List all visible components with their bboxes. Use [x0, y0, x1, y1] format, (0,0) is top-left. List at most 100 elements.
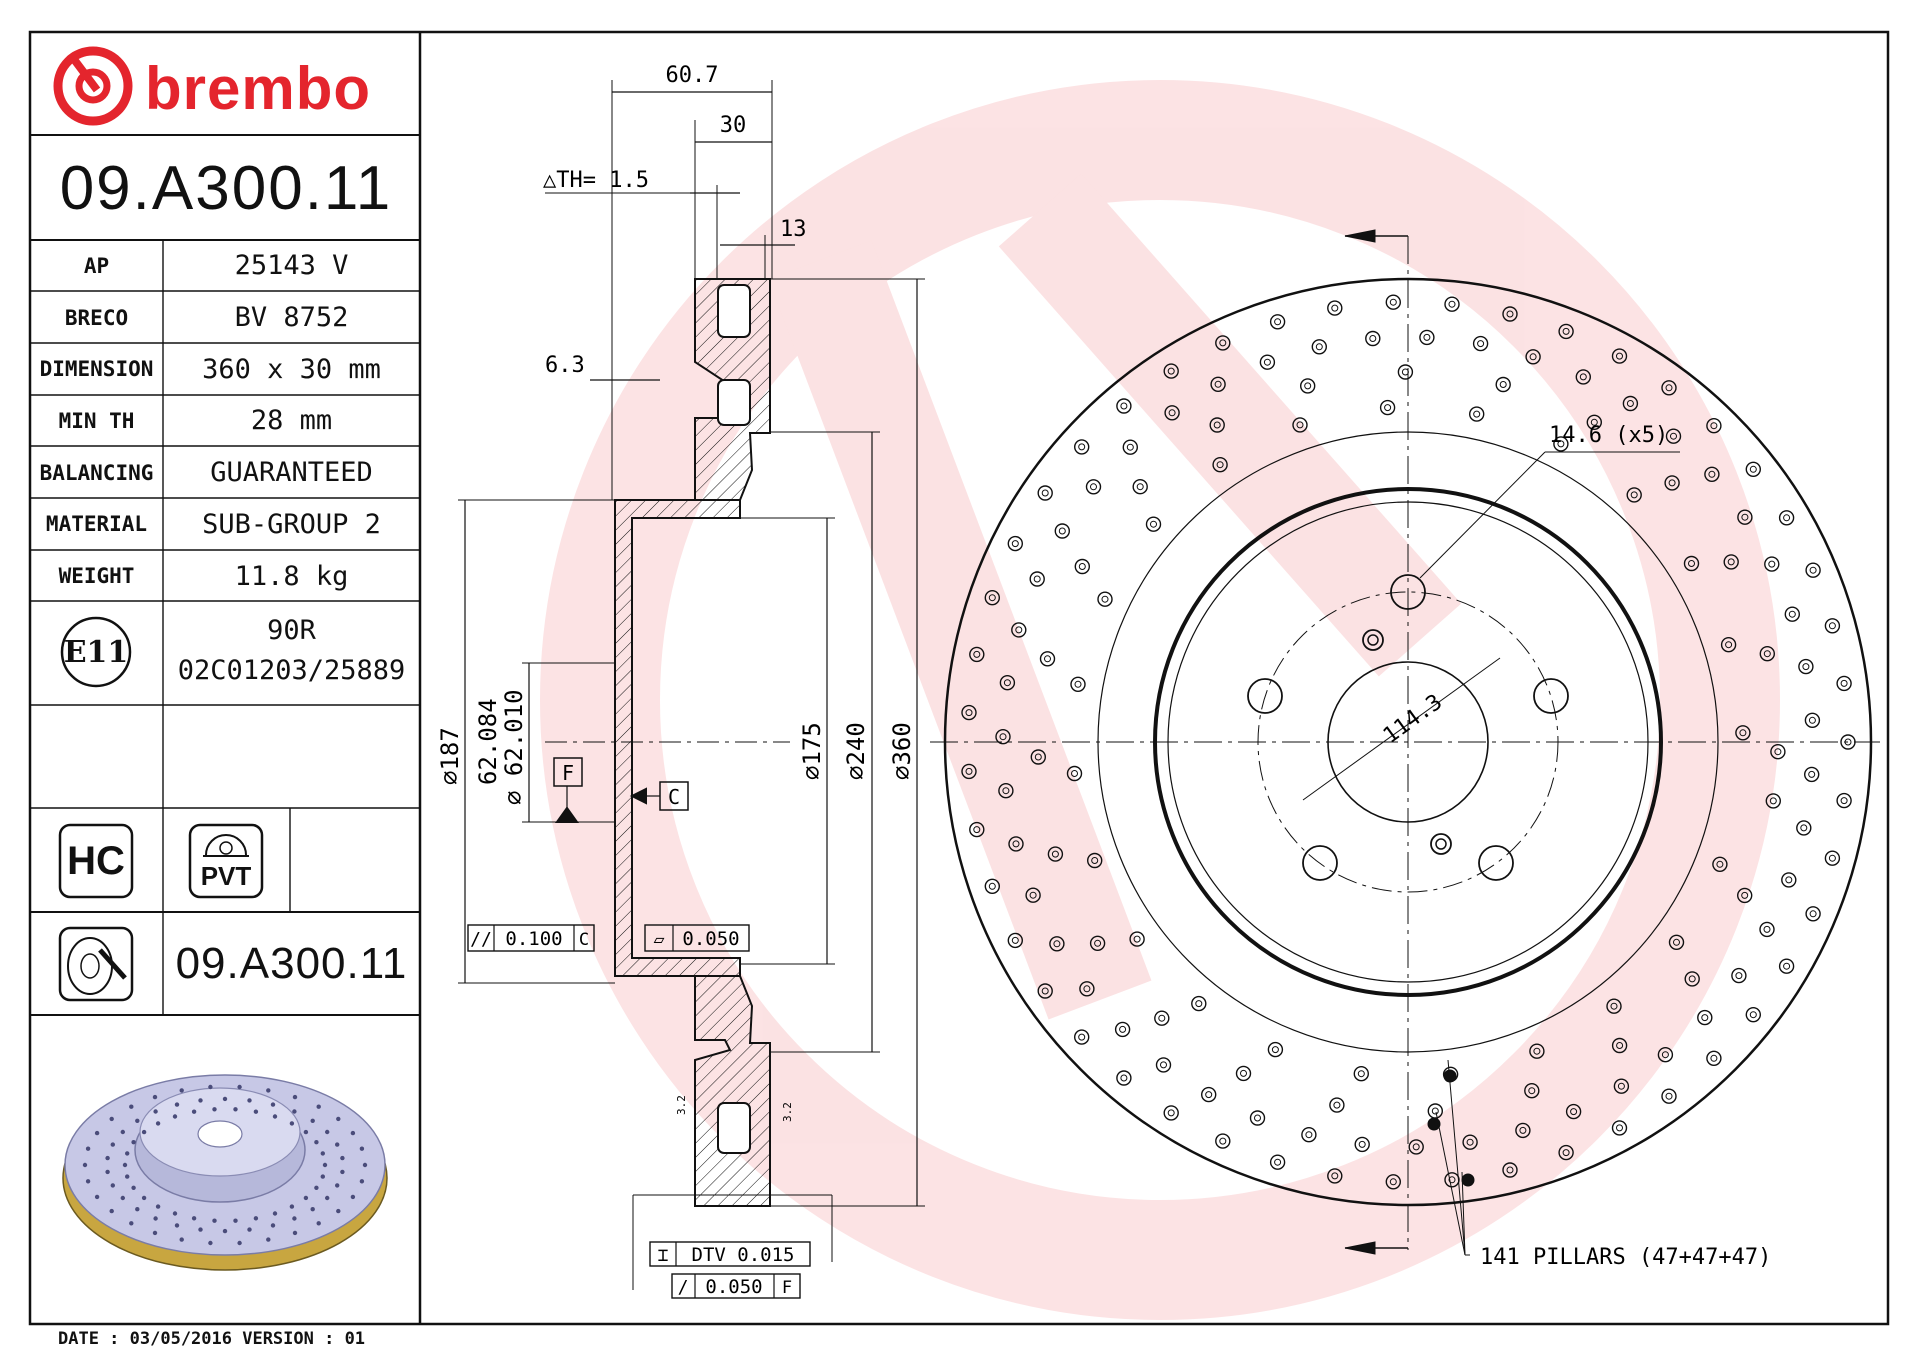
drill-hole-inner — [1788, 610, 1796, 618]
render-hole — [222, 1096, 228, 1102]
drill-hole — [1210, 376, 1226, 392]
drill-hole-inner — [1051, 850, 1059, 858]
drill-hole-inner — [1333, 1101, 1341, 1109]
drill-hole-inner — [965, 767, 973, 775]
drill-hole — [1665, 428, 1682, 444]
drill-hole — [1525, 349, 1541, 365]
drill-hole-inner — [1389, 1178, 1397, 1186]
drill-hole-inner — [1741, 891, 1749, 899]
drill-hole — [1029, 571, 1045, 587]
drill-hole — [1706, 1050, 1722, 1067]
drill-hole-inner — [1708, 470, 1716, 478]
spec-label: BALANCING — [39, 460, 154, 485]
part-number: 09.A300.11 — [59, 153, 393, 223]
render-hole — [208, 1240, 213, 1246]
drill-hole — [1008, 836, 1024, 852]
render-hole — [350, 1130, 356, 1136]
drill-hole — [1613, 1078, 1630, 1094]
drill-hole-inner — [1011, 936, 1019, 944]
drill-hole-inner — [1240, 1069, 1247, 1077]
drill-hole-inner — [1119, 1025, 1127, 1033]
render-hole — [198, 1098, 203, 1103]
render-hole — [125, 1151, 130, 1156]
drill-hole — [1840, 734, 1856, 750]
drill-hole-inner — [1315, 343, 1323, 351]
render-hole — [233, 1107, 238, 1112]
drill-hole-inner — [1078, 1033, 1086, 1041]
drill-hole-inner — [1271, 1046, 1279, 1054]
drill-hole-inner — [1431, 1107, 1439, 1115]
drill-hole-inner — [1158, 1014, 1166, 1022]
drill-hole — [1442, 1066, 1459, 1083]
dim-overall-width: 60.7 — [666, 63, 719, 88]
render-hole — [212, 1218, 217, 1223]
drill-hole — [1212, 457, 1228, 473]
drill-hole — [1329, 1097, 1345, 1113]
spec-label: DIMENSION — [39, 357, 154, 382]
render-hole — [85, 1179, 91, 1184]
dim-hat: 6.3 — [545, 353, 585, 378]
drill-hole-inner — [1423, 333, 1431, 341]
render-hole — [266, 1237, 271, 1242]
render-hole — [359, 1146, 365, 1151]
drill-hole-inner — [1015, 626, 1023, 634]
drill-hole-inner — [1809, 910, 1817, 918]
drill-hole — [1114, 1021, 1131, 1038]
drill-hole-inner — [1616, 1124, 1623, 1132]
drill-hole-inner — [1219, 339, 1227, 347]
drill-hole-inner — [1590, 418, 1598, 426]
drill-hole — [1805, 562, 1821, 578]
drill-hole-inner — [1448, 300, 1456, 308]
drill-hole — [1778, 958, 1795, 974]
drill-hole-inner — [1499, 381, 1507, 388]
render-hole — [292, 1094, 298, 1100]
spec-value: 11.8 kg — [234, 560, 349, 592]
disc-render — [62, 1074, 388, 1271]
drill-hole-inner — [1274, 318, 1282, 326]
render-hole — [237, 1084, 242, 1090]
render-hole — [191, 1109, 197, 1114]
section-view — [458, 80, 925, 1299]
drill-hole-inner — [1053, 940, 1061, 948]
sheet-border — [28, 30, 1890, 1326]
drill-hole-inner — [1216, 461, 1224, 469]
drill-hole — [1311, 339, 1328, 355]
drill-hole-inner — [1254, 1114, 1261, 1122]
drill-hole-inner — [1011, 540, 1019, 548]
render-hole — [131, 1140, 136, 1145]
drill-hole-inner — [1741, 513, 1749, 521]
render-hole — [247, 1098, 252, 1103]
render-hole — [120, 1129, 126, 1135]
drill-hole — [1164, 405, 1180, 421]
drill-hole — [1611, 1037, 1628, 1054]
drill-hole — [1798, 658, 1814, 675]
title-block-frame — [30, 32, 422, 1324]
runout-symbol: / — [678, 1277, 689, 1298]
drill-hole-inner — [1101, 595, 1109, 603]
spec-label: MIN TH — [58, 408, 135, 433]
drill-hole — [1720, 637, 1737, 653]
drill-hole — [1575, 369, 1592, 385]
render-hole — [172, 1211, 178, 1216]
drill-hole-inner — [1041, 987, 1049, 995]
disc-icon — [58, 926, 134, 1002]
e-mark-label: E11 — [63, 634, 129, 670]
render-hole — [179, 1237, 184, 1242]
drill-hole — [1030, 749, 1047, 765]
drill-hole-inner — [1384, 404, 1392, 412]
runout-datum: F — [782, 1278, 792, 1298]
render-hole — [109, 1116, 114, 1122]
render-hole — [272, 1211, 278, 1216]
drill-hole — [999, 675, 1016, 691]
drill-hole-inner — [1195, 1000, 1203, 1008]
render-hole — [335, 1183, 340, 1188]
render-hole — [120, 1195, 126, 1201]
drill-hole — [969, 646, 985, 663]
drill-hole — [1661, 380, 1677, 396]
drill-hole — [1731, 967, 1747, 984]
drill-hole-inner — [1701, 1014, 1709, 1022]
render-hole — [303, 1195, 309, 1201]
drill-hole-inner — [1150, 520, 1157, 528]
footer-date-version: DATE : 03/05/2016 VERSION : 01 — [58, 1329, 366, 1349]
drill-hole — [1502, 1162, 1518, 1178]
